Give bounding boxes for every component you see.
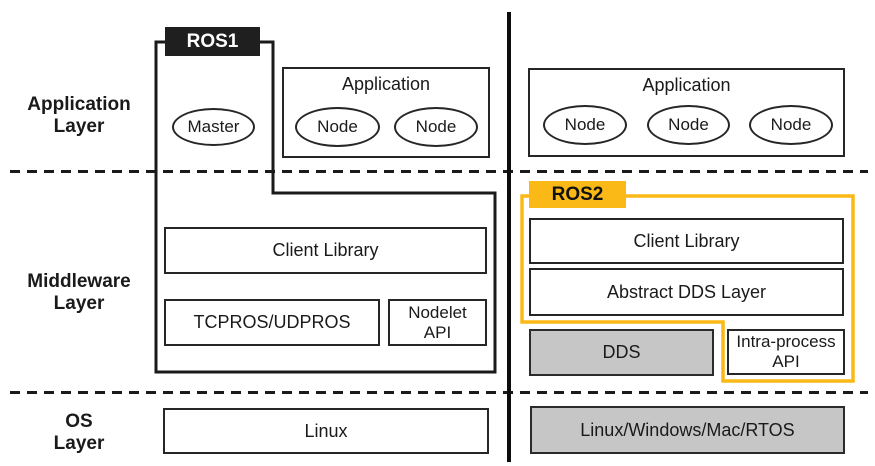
ros1-transport-box: TCPROS/UDPROS <box>164 299 380 346</box>
ros2-tag: ROS2 <box>529 181 626 208</box>
ros2-dds-box: DDS <box>529 329 714 376</box>
ros1-master-ellipse: Master <box>172 108 255 146</box>
app-middleware-separator <box>10 170 868 173</box>
ros1-application-title: Application <box>341 74 431 94</box>
ros2-node-ellipse: Node <box>647 105 730 145</box>
os-layer-label: OS Layer <box>53 411 105 455</box>
ros1-tag: ROS1 <box>165 27 260 56</box>
ros2-intra-process-api-box: Intra-process API <box>727 329 845 375</box>
ros1-client-library-box: Client Library <box>164 227 487 274</box>
ros2-application-title: Application <box>642 75 731 95</box>
ros2-client-library-box: Client Library <box>529 218 844 264</box>
ros1-node-ellipse: Node <box>295 107 380 147</box>
ros1-os-box: Linux <box>163 408 489 454</box>
ros1-ros2-divider <box>507 12 511 462</box>
ros2-abstract-dds-box: Abstract DDS Layer <box>529 268 844 316</box>
ros1-node-ellipse: Node <box>394 107 478 147</box>
application-layer-label: Application Layer <box>27 94 131 138</box>
ros2-os-box: Linux/Windows/Mac/RTOS <box>530 406 845 454</box>
middleware-layer-label: Middleware Layer <box>27 271 131 315</box>
middleware-os-separator <box>10 391 868 394</box>
ros2-node-ellipse: Node <box>749 105 833 145</box>
ros2-node-ellipse: Node <box>543 105 627 145</box>
ros1-nodelet-api-box: Nodelet API <box>388 299 487 346</box>
